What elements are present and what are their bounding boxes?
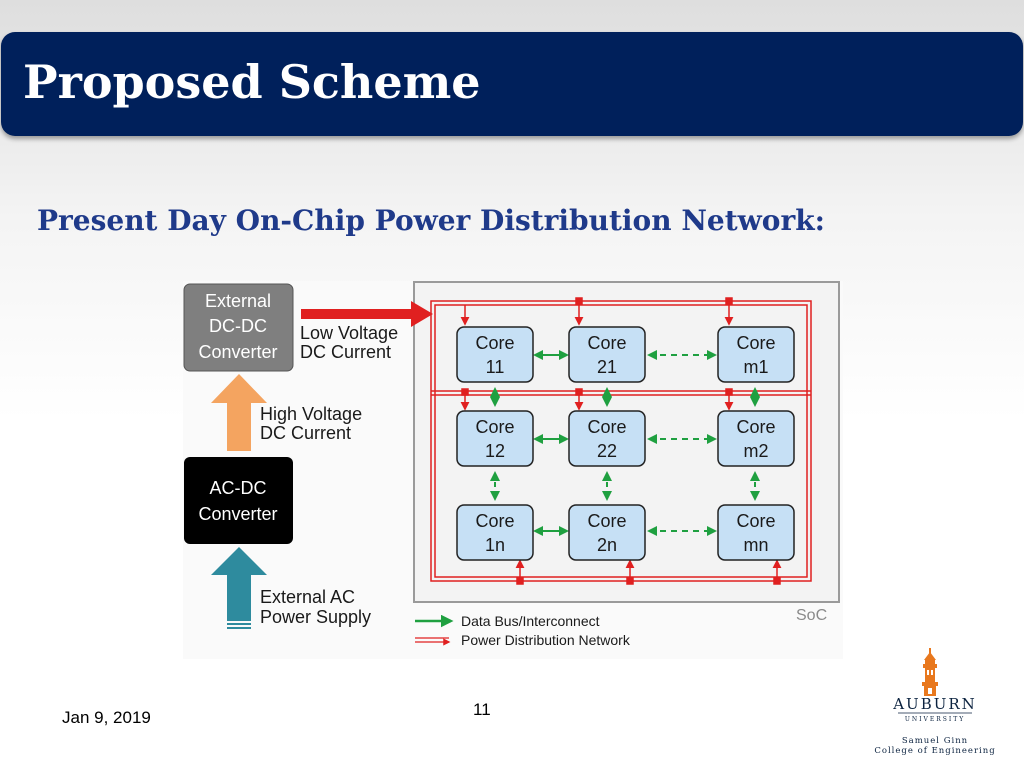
soc-label: SoC <box>796 607 827 624</box>
svg-text:m1: m1 <box>743 357 768 377</box>
svg-text:Core: Core <box>736 511 775 531</box>
legend-data-bus-label: Data Bus/Interconnect <box>461 613 600 629</box>
core-grid: Core 11 Core 21 Core m1 Core 12 Core 22 … <box>456 326 795 561</box>
data-bus <box>490 350 760 536</box>
svg-text:Converter: Converter <box>198 504 277 524</box>
slide-title: Proposed Scheme <box>23 55 481 109</box>
svg-text:Power Supply: Power Supply <box>260 607 371 627</box>
svg-text:High Voltage: High Voltage <box>260 404 362 424</box>
svg-text:Low Voltage: Low Voltage <box>300 323 398 343</box>
power-taps <box>460 297 782 585</box>
svg-text:m2: m2 <box>743 441 768 461</box>
low-voltage-label: Low Voltage DC Current <box>300 323 398 362</box>
svg-text:Core: Core <box>475 417 514 437</box>
svg-text:21: 21 <box>597 357 617 377</box>
svg-text:22: 22 <box>597 441 617 461</box>
svg-text:Core: Core <box>475 333 514 353</box>
logo-college-2: College of Engineering <box>874 746 995 756</box>
svg-text:External: External <box>205 291 271 311</box>
core-12: Core 12 <box>456 410 534 467</box>
svg-text:Core: Core <box>736 417 775 437</box>
core-2n: Core 2n <box>568 504 646 561</box>
svg-text:Core: Core <box>475 511 514 531</box>
external-dcdc-converter: External DC-DC Converter <box>183 283 294 372</box>
core-1n: Core 1n <box>456 504 534 561</box>
footer-date: Jan 9, 2019 <box>62 708 151 727</box>
low-voltage-arrow <box>301 301 433 327</box>
power-network-diagram: SoC <box>183 281 843 659</box>
external-ac-label: External AC Power Supply <box>260 587 371 627</box>
page-number: 11 <box>473 700 491 719</box>
svg-text:Core: Core <box>587 333 626 353</box>
svg-text:Converter: Converter <box>198 342 277 362</box>
ac-supply-arrow <box>211 547 267 629</box>
high-voltage-label: High Voltage DC Current <box>260 404 362 443</box>
legend-power-label: Power Distribution Network <box>461 632 631 648</box>
logo-college-1: Samuel Ginn <box>902 736 968 746</box>
core-m1: Core m1 <box>717 326 795 383</box>
core-11: Core 11 <box>456 326 534 383</box>
slide-subtitle: Present Day On-Chip Power Distribution N… <box>37 204 825 237</box>
high-voltage-arrow <box>211 374 267 451</box>
core-m2: Core m2 <box>717 410 795 467</box>
tower-icon <box>922 648 938 696</box>
svg-text:External AC: External AC <box>260 587 355 607</box>
acdc-converter: AC-DC Converter <box>184 457 293 544</box>
svg-text:mn: mn <box>743 535 768 555</box>
auburn-logo: AUBURN UNIVERSITY Samuel Ginn College of… <box>874 648 995 756</box>
svg-text:DC-DC: DC-DC <box>209 316 267 336</box>
svg-text:DC Current: DC Current <box>260 423 351 443</box>
svg-text:2n: 2n <box>597 535 617 555</box>
svg-text:Core: Core <box>736 333 775 353</box>
core-21: Core 21 <box>568 326 646 383</box>
svg-text:1n: 1n <box>485 535 505 555</box>
core-22: Core 22 <box>568 410 646 467</box>
svg-text:Core: Core <box>587 511 626 531</box>
logo-sub: UNIVERSITY <box>905 716 965 723</box>
svg-text:AC-DC: AC-DC <box>210 478 267 498</box>
core-mn: Core mn <box>717 504 795 561</box>
svg-text:11: 11 <box>486 357 505 377</box>
svg-text:DC Current: DC Current <box>300 342 391 362</box>
title-bar: Proposed Scheme <box>1 32 1023 136</box>
logo-name: AUBURN <box>892 695 977 713</box>
svg-text:Core: Core <box>587 417 626 437</box>
legend: Data Bus/Interconnect Power Distribution… <box>415 613 631 648</box>
svg-text:12: 12 <box>485 441 505 461</box>
